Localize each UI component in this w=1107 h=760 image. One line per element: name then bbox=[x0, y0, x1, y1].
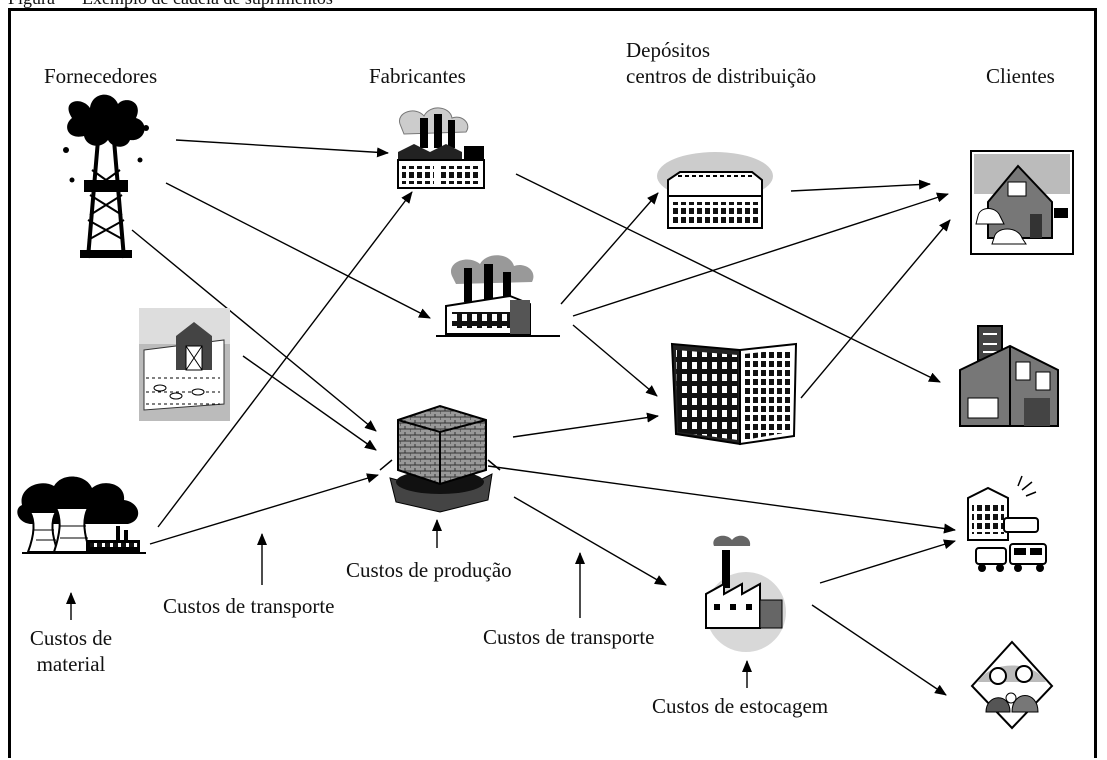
industrial-plant-icon bbox=[436, 255, 560, 337]
arrow-quarry-to-smallfactory bbox=[513, 496, 667, 586]
production-cost-label: Custos de produção bbox=[346, 558, 512, 582]
transport-cost-label-1: Custos de transporte bbox=[163, 594, 335, 618]
arrow-quarry-to-hotel bbox=[487, 465, 956, 534]
transport-cost-label-2: Custos de transporte bbox=[483, 625, 655, 649]
arrow-farm-to-quarry bbox=[242, 355, 377, 451]
factory-icon bbox=[397, 107, 485, 189]
arrow-tower-to-house bbox=[800, 219, 951, 399]
arrow-quarry-to-tower bbox=[512, 412, 659, 438]
house-store-icon bbox=[970, 150, 1074, 255]
hotel-vehicles-icon bbox=[967, 475, 1047, 572]
warehouses-heading-line2: centros de distribuição bbox=[626, 64, 817, 88]
material-cost-label-line2: material bbox=[36, 652, 106, 676]
caption-text: Figura — Exemplo de cadeia de suprimento… bbox=[8, 0, 333, 8]
arrow-smallfactory-to-hotel bbox=[819, 539, 956, 584]
arrow-power-to-quarry bbox=[149, 473, 379, 545]
diagram-frame bbox=[8, 8, 1097, 758]
arrow-plant-to-warehouse bbox=[560, 192, 659, 305]
arrow-smallfactory-to-family bbox=[811, 604, 947, 696]
manufacturers-heading: Fabricantes bbox=[369, 64, 466, 88]
office-building-icon bbox=[959, 325, 1059, 427]
flow-arrows bbox=[66, 139, 956, 696]
arrow-factory-to-office bbox=[515, 173, 941, 383]
storage-cost-label: Custos de estocagem bbox=[652, 694, 829, 718]
oil-derrick-icon bbox=[63, 94, 149, 259]
farm-barn-icon bbox=[139, 308, 230, 421]
warehouses-heading-line1: Depósitos bbox=[626, 38, 710, 62]
distribution-tower-icon bbox=[670, 342, 798, 446]
arrow-oil-to-factory bbox=[175, 139, 389, 158]
arrow-power-to-factory bbox=[157, 191, 413, 528]
arrow-oil-to-plant bbox=[165, 182, 431, 319]
top-cut-caption: Figura — Exemplo de cadeia de suprimento… bbox=[0, 0, 1107, 8]
arrow-plant-to-house bbox=[572, 192, 949, 317]
material-cost-label-line1: Custos de bbox=[29, 626, 113, 650]
arrow-plant-to-tower bbox=[572, 324, 658, 397]
small-factory-icon bbox=[705, 535, 786, 652]
suppliers-heading: Fornecedores bbox=[44, 64, 158, 88]
family-people-icon bbox=[970, 640, 1054, 730]
power-plant-icon bbox=[17, 476, 146, 554]
arrow-warehouse-to-house bbox=[790, 179, 931, 192]
arrow-oil-to-quarry bbox=[131, 229, 377, 432]
customers-heading: Clientes bbox=[986, 64, 1055, 88]
quarry-mine-icon bbox=[379, 404, 501, 513]
warehouse-building-icon bbox=[657, 152, 773, 229]
